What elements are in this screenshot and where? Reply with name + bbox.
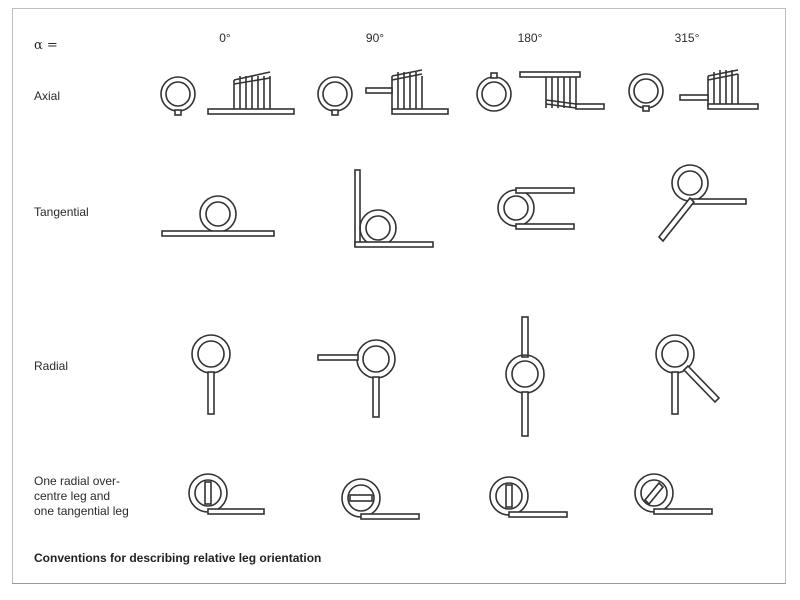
angle-header-0: 0°: [219, 31, 231, 45]
radial-0-spring: [191, 334, 231, 415]
radial-315-spring: [655, 334, 721, 415]
figure-caption: Conventions for describing relative leg …: [34, 551, 322, 565]
combined-315-spring: [634, 473, 713, 515]
tangential-180-spring: [497, 187, 575, 230]
combined-180-spring: [489, 476, 568, 518]
alpha-label: α =: [34, 38, 58, 53]
tangential-90-spring: [354, 169, 434, 248]
combined-90-spring: [341, 478, 420, 520]
row-label-axial: Axial: [34, 89, 61, 103]
axial-180-spring: [476, 71, 605, 112]
angle-header-180: 180°: [517, 31, 543, 45]
bottom-rule: [12, 583, 786, 584]
tangential-315-spring: [657, 164, 747, 243]
angle-header-90: 90°: [365, 31, 385, 45]
axial-90-coil-side: [365, 69, 449, 115]
row-label-combined: One radial over- centre leg and one tang…: [34, 474, 164, 519]
combined-0-spring: [188, 473, 265, 515]
row-label-tangential: Tangential: [34, 205, 89, 219]
radial-90-spring: [317, 339, 396, 418]
axial-90-spring: [317, 69, 449, 116]
radial-180-spring: [505, 316, 545, 437]
row-label-combined-line-2: centre leg and: [34, 489, 111, 503]
tangential-0-spring: [161, 195, 275, 237]
axial-0-coil-side: [207, 71, 295, 115]
row-label-combined-line-1: One radial over-: [34, 474, 121, 488]
angle-header-315: 315°: [674, 31, 700, 45]
row-label-combined-line-3: one tangential leg: [34, 504, 129, 518]
axial-315-spring: [628, 69, 759, 112]
row-label-radial: Radial: [34, 359, 69, 373]
axial-0-spring: [160, 71, 295, 116]
axial-315-coil-side: [679, 69, 759, 110]
axial-180-coil-side: [519, 71, 605, 110]
